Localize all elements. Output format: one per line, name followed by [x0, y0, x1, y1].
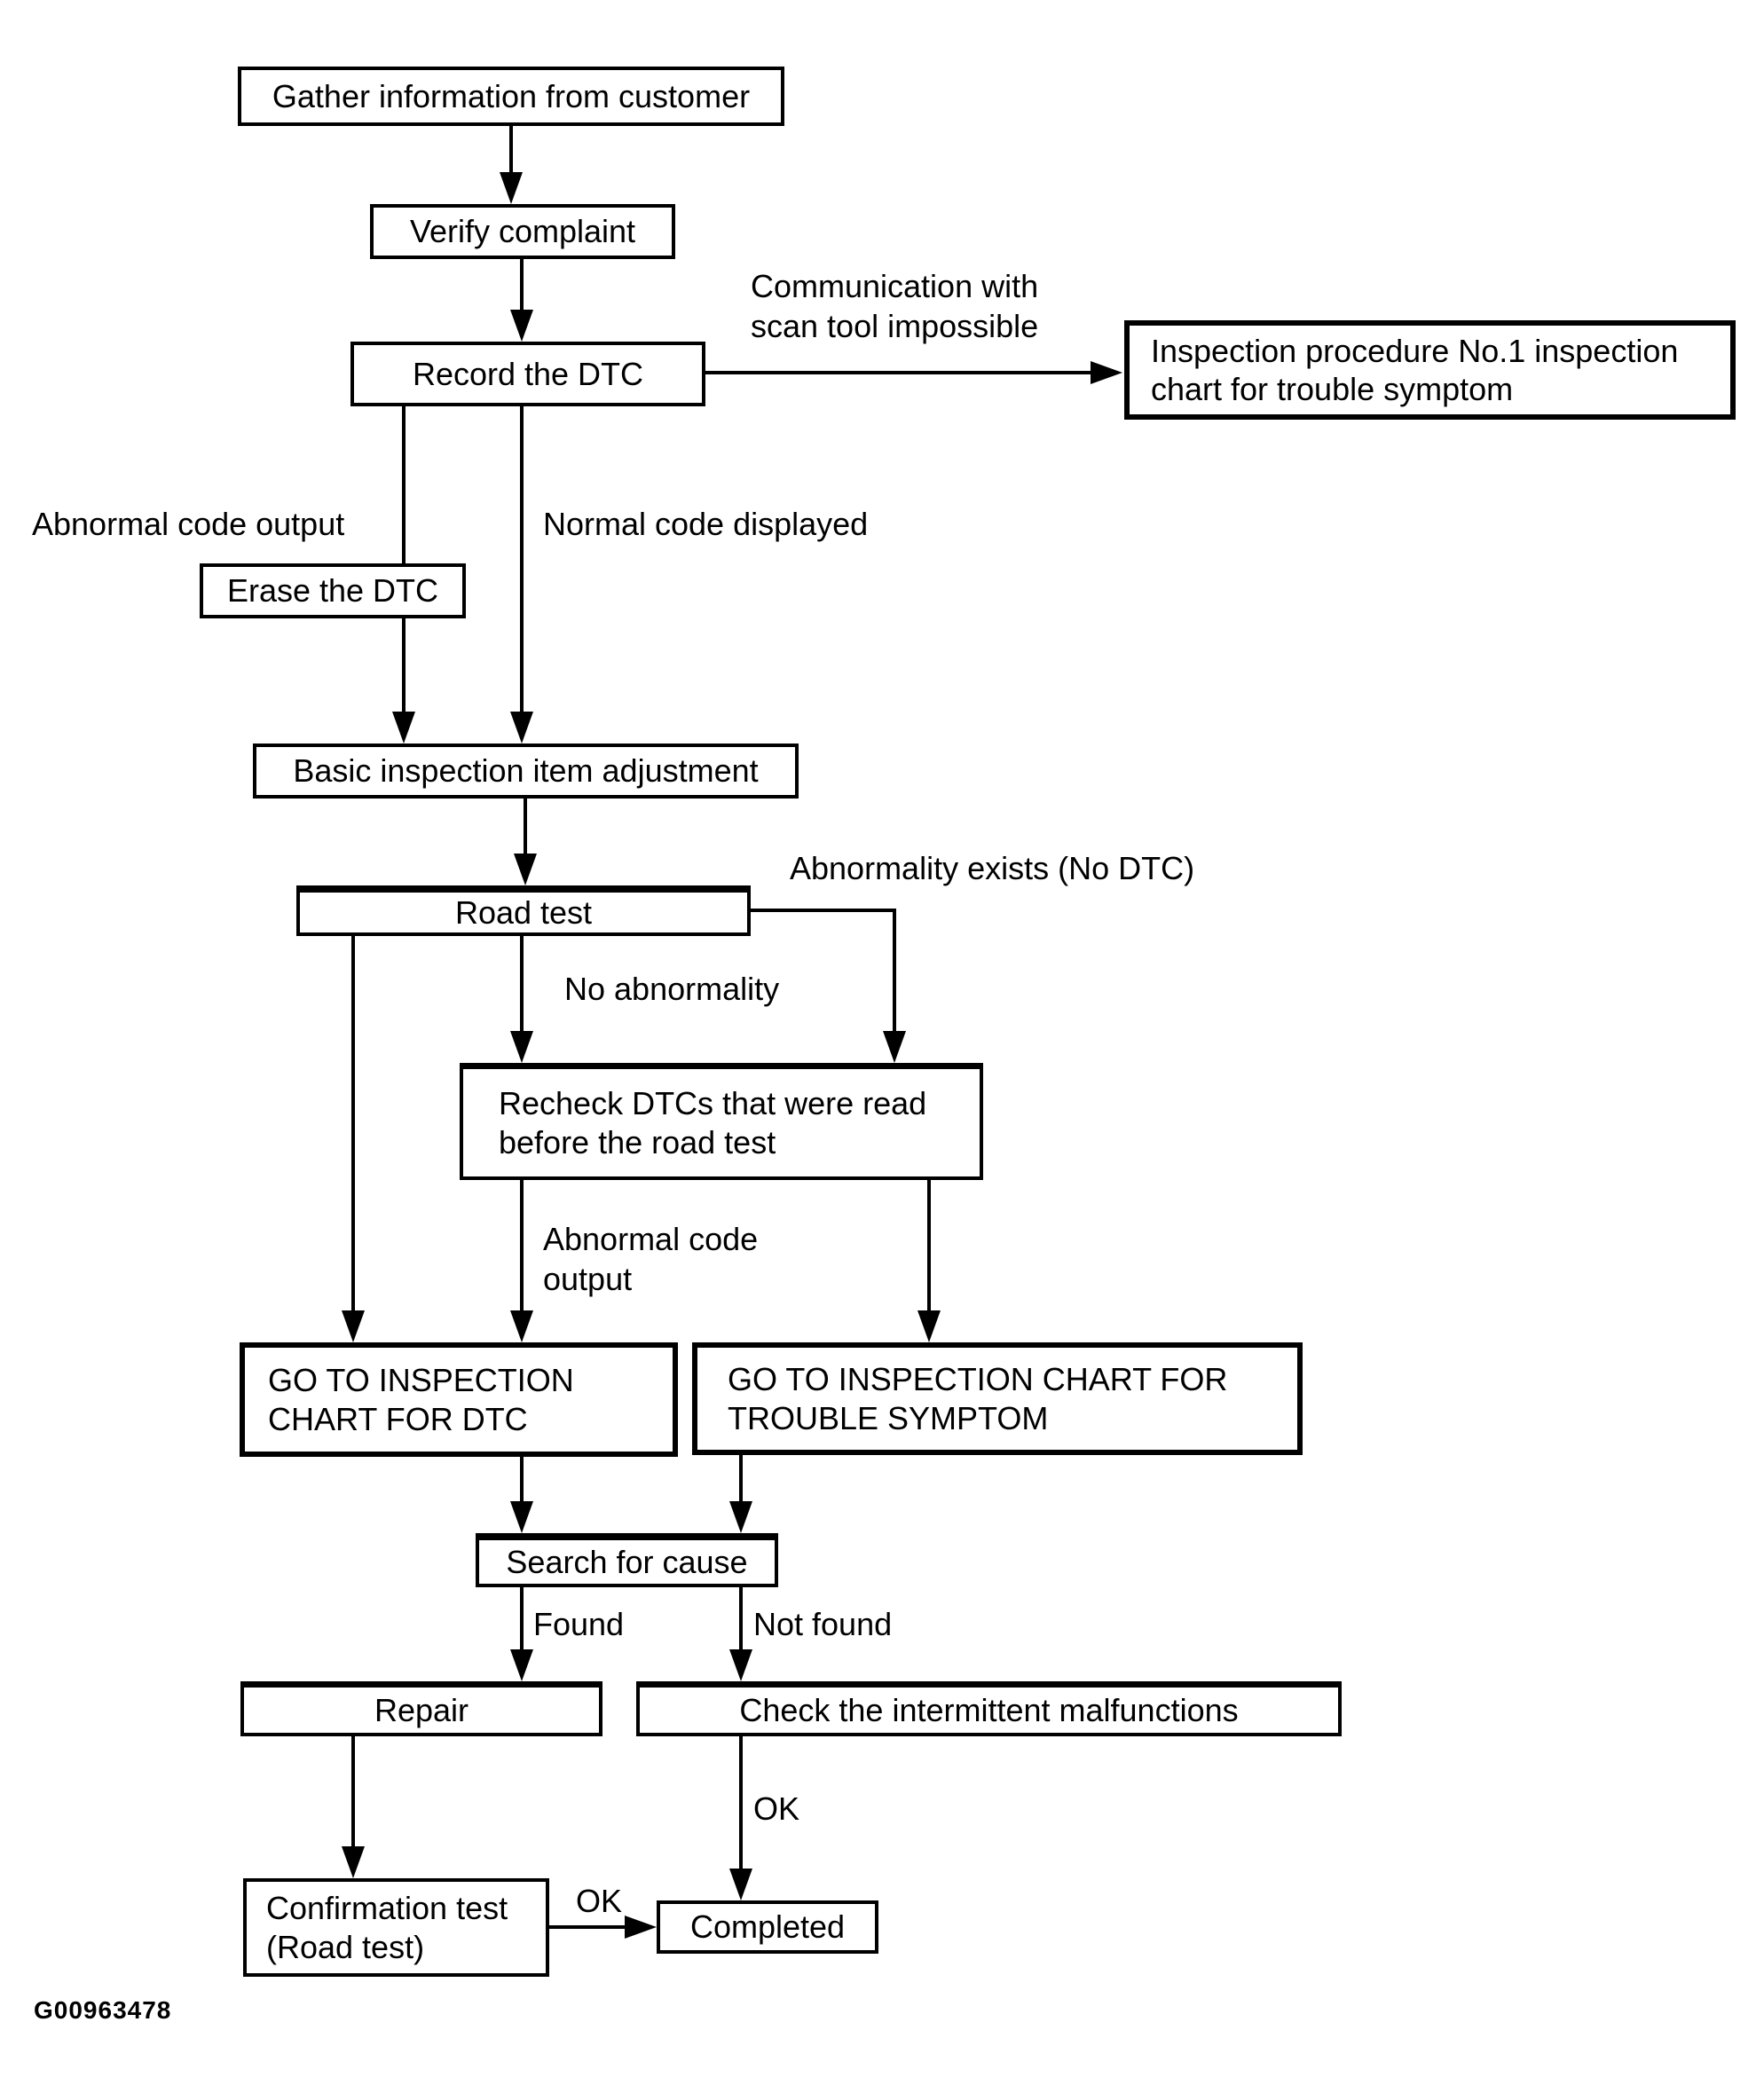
arrowhead-into-goto-dtc-right: [510, 1310, 533, 1342]
node-inspection-procedure-label: Inspection procedure No.1 inspection cha…: [1151, 332, 1679, 407]
label-abnormal-code-output-2: Abnormal code output: [543, 1221, 759, 1297]
label-ok-after-confirmation: OK: [576, 1883, 623, 1919]
edge-recheck-to-goto-trouble: [927, 1180, 931, 1312]
edge-road-test-right-to-recheck: [893, 909, 896, 1033]
label-found: Found: [533, 1606, 625, 1642]
node-recheck-dtcs-label: Recheck DTCs that were read before the r…: [499, 1085, 927, 1161]
arrowhead-into-goto-trouble: [917, 1310, 941, 1342]
node-verify-complaint: Verify complaint: [370, 204, 675, 259]
arrowhead-into-record: [510, 310, 533, 342]
node-repair-label: Repair: [374, 1691, 469, 1728]
edge-gather-to-verify: [509, 126, 513, 176]
label-not-found: Not found: [753, 1606, 893, 1642]
node-basic-inspection-label: Basic inspection item adjustment: [293, 752, 759, 790]
label-ok-after-intermittent: OK: [753, 1790, 800, 1827]
figure-id: G00963478: [34, 1996, 172, 2024]
edge-search-to-check: [739, 1587, 743, 1651]
label-communication-impossible: Communication with scan tool impossible: [751, 268, 1039, 344]
node-gather-information-label: Gather information from customer: [272, 77, 751, 114]
arrowhead-into-recheck-right: [883, 1031, 906, 1063]
arrowhead-into-recheck-left: [510, 1031, 533, 1063]
node-road-test: Road test: [296, 885, 751, 936]
edge-goto-dtc-to-search: [520, 1457, 524, 1503]
node-road-test-label: Road test: [454, 893, 593, 931]
label-normal-code-displayed: Normal code displayed: [543, 506, 869, 542]
node-goto-inspection-chart-trouble-label: GO TO INSPECTION CHART FOR TROUBLE SYMPT…: [728, 1361, 1228, 1436]
arrowhead-into-verify: [500, 172, 523, 204]
node-erase-dtc-label: Erase the DTC: [226, 572, 439, 610]
arrowhead-into-completed-left: [625, 1916, 657, 1939]
node-record-dtc-label: Record the DTC: [412, 355, 644, 392]
edge-goto-trouble-to-search: [739, 1455, 743, 1503]
edge-record-to-inspection-procedure: [705, 371, 1094, 374]
arrowhead-into-goto-dtc-left: [342, 1310, 365, 1342]
node-recheck-dtcs: Recheck DTCs that were read before the r…: [460, 1063, 983, 1180]
edge-erase-to-basic: [402, 618, 406, 713]
node-inspection-procedure: Inspection procedure No.1 inspection cha…: [1124, 320, 1736, 420]
node-completed: Completed: [657, 1900, 878, 1954]
label-abnormal-code-output: Abnormal code output: [32, 506, 345, 542]
arrowhead-into-inspection-procedure: [1091, 361, 1122, 384]
node-goto-inspection-chart-dtc-label: GO TO INSPECTION CHART FOR DTC: [268, 1362, 574, 1437]
node-record-dtc: Record the DTC: [350, 342, 705, 406]
node-verify-complaint-label: Verify complaint: [409, 213, 636, 250]
edge-road-test-to-goto-dtc: [351, 936, 355, 1312]
node-goto-inspection-chart-dtc: GO TO INSPECTION CHART FOR DTC: [240, 1342, 678, 1457]
node-repair: Repair: [240, 1681, 602, 1736]
edge-road-test-right-horizontal: [751, 909, 896, 912]
arrowhead-into-basic-left: [392, 712, 415, 744]
arrowhead-into-completed-top: [729, 1869, 752, 1900]
node-gather-information: Gather information from customer: [238, 67, 784, 126]
arrowhead-into-search-left: [510, 1501, 533, 1533]
arrowhead-into-road-test: [514, 854, 537, 885]
node-goto-inspection-chart-trouble: GO TO INSPECTION CHART FOR TROUBLE SYMPT…: [692, 1342, 1303, 1455]
node-erase-dtc: Erase the DTC: [200, 563, 466, 618]
node-confirmation-test-label: Confirmation test (Road test): [266, 1890, 508, 1965]
node-check-intermittent-label: Check the intermittent malfunctions: [739, 1691, 1239, 1728]
edge-recheck-to-goto-dtc: [520, 1180, 524, 1312]
edge-record-to-erase: [402, 406, 406, 563]
node-check-intermittent: Check the intermittent malfunctions: [636, 1681, 1342, 1736]
edge-road-test-to-recheck: [520, 936, 524, 1033]
node-completed-label: Completed: [689, 1908, 846, 1946]
edge-check-to-completed: [739, 1736, 743, 1870]
arrowhead-into-basic-right: [510, 712, 533, 744]
edge-confirmation-to-completed: [549, 1925, 628, 1929]
arrowhead-into-check: [729, 1649, 752, 1681]
node-basic-inspection: Basic inspection item adjustment: [253, 744, 799, 799]
node-confirmation-test: Confirmation test (Road test): [243, 1878, 549, 1977]
node-search-for-cause-label: Search for cause: [506, 1543, 748, 1580]
arrowhead-into-repair: [510, 1649, 533, 1681]
edge-basic-to-road-test: [524, 799, 527, 855]
node-search-for-cause: Search for cause: [476, 1533, 778, 1587]
label-no-abnormality: No abnormality: [564, 971, 780, 1007]
edge-verify-to-record: [520, 259, 524, 311]
edge-repair-to-confirmation: [351, 1736, 355, 1848]
arrowhead-into-confirmation: [342, 1846, 365, 1878]
edge-search-to-repair: [520, 1587, 524, 1651]
label-abnormality-exists: Abnormality exists (No DTC): [790, 850, 1195, 886]
arrowhead-into-search-right: [729, 1501, 752, 1533]
edge-record-to-basic: [520, 406, 524, 713]
